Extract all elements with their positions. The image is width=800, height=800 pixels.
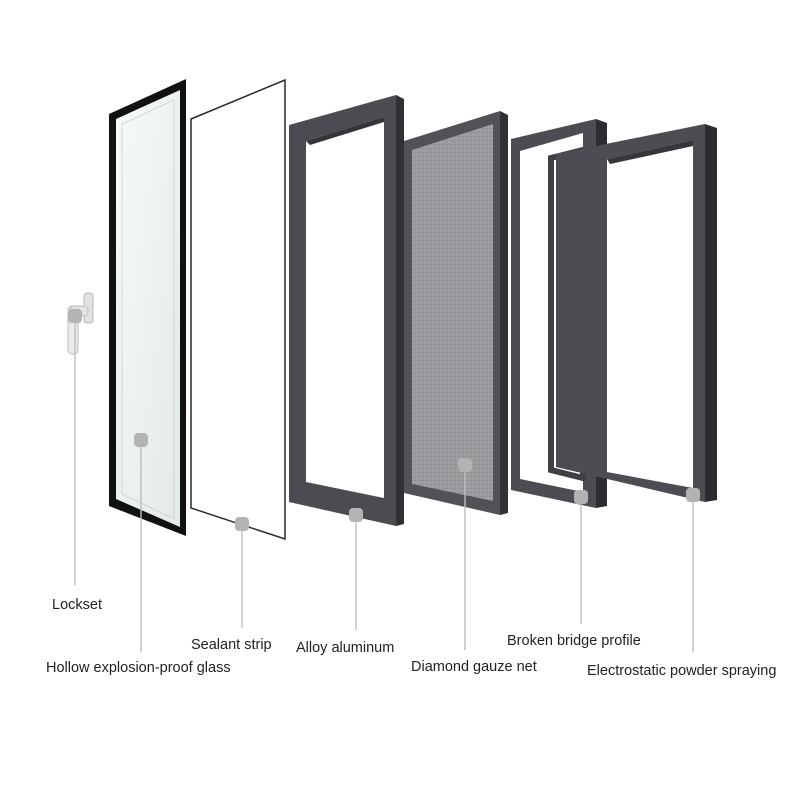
label-powder-spraying: Electrostatic powder spraying [587, 663, 777, 679]
lockset-handle [67, 292, 94, 355]
label-broken-bridge: Broken bridge profile [507, 633, 641, 649]
label-sealant-strip: Sealant strip [191, 637, 272, 653]
callout-markers [68, 309, 700, 531]
marker-glass [134, 433, 148, 447]
label-hollow-glass: Hollow explosion-proof glass [46, 660, 231, 676]
label-alloy-aluminum: Alloy aluminum [296, 640, 395, 656]
marker-sealant [235, 517, 249, 531]
marker-gauze [458, 458, 472, 472]
label-diamond-gauze: Diamond gauze net [411, 659, 537, 675]
hollow-glass-panel [109, 79, 186, 536]
marker-bridge [574, 490, 588, 504]
marker-lockset [68, 309, 82, 323]
diamond-gauze-frame [404, 111, 508, 515]
marker-powder [686, 488, 700, 502]
label-lockset: Lockset [52, 597, 102, 613]
sealant-strip-panel [190, 78, 286, 541]
marker-alloy [349, 508, 363, 522]
powder-spraying-frame [556, 124, 717, 502]
leader-lines [74, 318, 694, 652]
alloy-aluminum-frame [289, 95, 404, 526]
